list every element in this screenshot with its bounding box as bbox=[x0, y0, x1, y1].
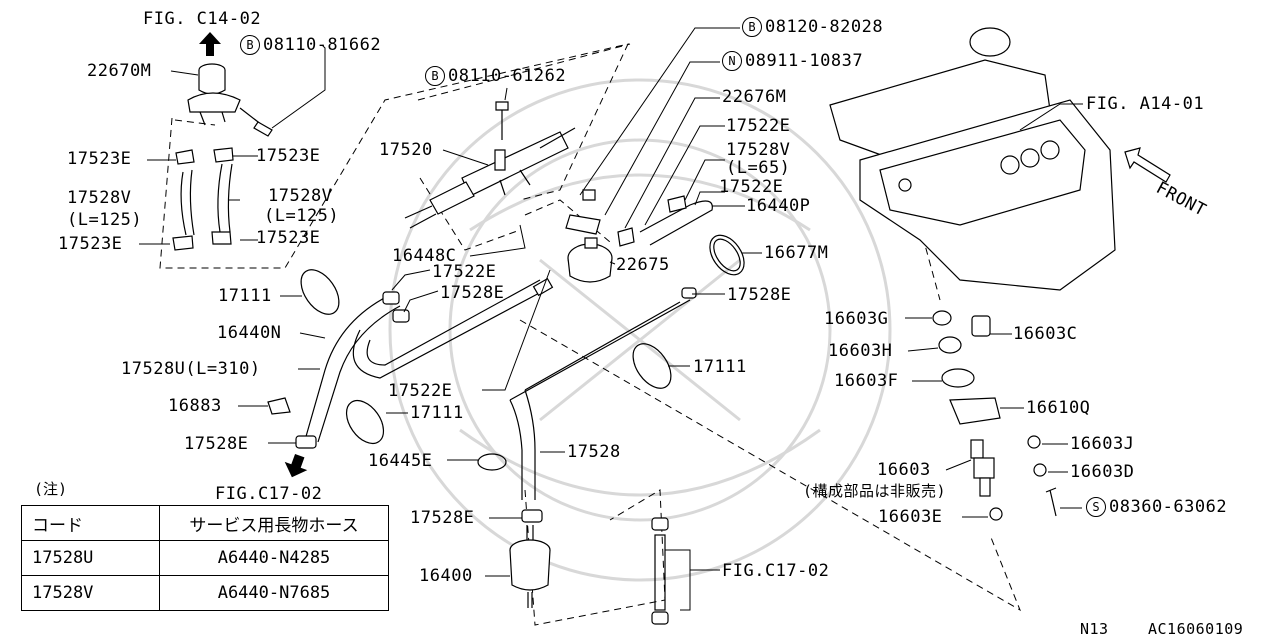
footer-section: N13 bbox=[1080, 620, 1109, 638]
part-label-17522E-c[interactable]: 17522E bbox=[432, 262, 497, 282]
hose-17528U bbox=[352, 277, 554, 379]
hose-17528 bbox=[509, 299, 691, 500]
note-title: (注) bbox=[34, 480, 68, 498]
part-label-16677M[interactable]: 16677M bbox=[764, 243, 829, 263]
part-label-16448C[interactable]: 16448C bbox=[392, 246, 457, 266]
part-label-16400[interactable]: 16400 bbox=[419, 566, 473, 586]
hose-16440P bbox=[617, 195, 713, 247]
note-table-header-row: コード サービス用長物ホース bbox=[21, 505, 389, 541]
part-label-17528E-a[interactable]: 17528E bbox=[440, 283, 505, 303]
part-label-17111-b[interactable]: 17111 bbox=[693, 357, 747, 377]
part-label-22676M[interactable]: 22676M bbox=[722, 87, 787, 107]
part-label-17528V-a[interactable]: 17528V bbox=[67, 188, 132, 208]
fig-ref-engine[interactable]: FIG. A14-01 bbox=[1086, 94, 1205, 114]
part-label-17528V-c[interactable]: 17528V bbox=[726, 140, 791, 160]
up-arrow-icon bbox=[199, 32, 221, 56]
fig-ref-bottom-left[interactable]: FIG.C17-02 bbox=[215, 484, 323, 504]
part-label-16603D[interactable]: 16603D bbox=[1070, 462, 1135, 482]
leader-lines bbox=[139, 27, 1083, 577]
clamps-17111 bbox=[300, 269, 672, 471]
part-16400-fuel-filter bbox=[509, 525, 551, 608]
table-row: 17528U A6440-N4285 bbox=[21, 540, 389, 576]
injector-stack bbox=[932, 310, 1057, 521]
note-cell-code: 17528V bbox=[21, 575, 160, 611]
part-22675-damper bbox=[565, 189, 613, 283]
note-cell-part: A6440-N7685 bbox=[159, 575, 389, 611]
screw-symbol-icon: S bbox=[1086, 497, 1106, 517]
hose-17528V-left-b bbox=[211, 147, 234, 245]
part-label-16610Q[interactable]: 16610Q bbox=[1026, 398, 1091, 418]
bolt-symbol-icon: B bbox=[742, 17, 762, 37]
hose-17528V-left-a bbox=[172, 149, 195, 251]
part-label-22675[interactable]: 22675 bbox=[616, 255, 670, 275]
part-label-17522E-a[interactable]: 17522E bbox=[726, 116, 791, 136]
part-label-16440N[interactable]: 16440N bbox=[217, 323, 282, 343]
part-label-17523E-c[interactable]: 17523E bbox=[58, 234, 123, 254]
part-label-17523E-d[interactable]: 17523E bbox=[256, 228, 321, 248]
down-arrow-icon bbox=[284, 453, 308, 478]
front-arrow-icon bbox=[1124, 147, 1171, 183]
part-label-17111-c[interactable]: 17111 bbox=[410, 403, 464, 423]
fig-ref-top[interactable]: FIG. C14-02 bbox=[143, 9, 262, 29]
part-label-17528[interactable]: 17528 bbox=[567, 442, 621, 462]
table-row: 17528V A6440-N7685 bbox=[21, 575, 389, 611]
part-label-16883[interactable]: 16883 bbox=[168, 396, 222, 416]
note-header-hose: サービス用長物ホース bbox=[159, 505, 389, 541]
fig-ref-bottom-right[interactable]: FIG.C17-02 bbox=[722, 561, 830, 581]
part-label-17528E-d[interactable]: 17528E bbox=[410, 508, 475, 528]
part-label-17528V-a-length: (L=125) bbox=[67, 210, 143, 230]
part-label-22670M[interactable]: 22670M bbox=[87, 61, 152, 81]
part-label-17111-a[interactable]: 17111 bbox=[218, 286, 272, 306]
part-label-16445E[interactable]: 16445E bbox=[368, 451, 433, 471]
part-label-16603[interactable]: 16603 bbox=[877, 460, 931, 480]
part-label-17528V-b-length: (L=125) bbox=[264, 206, 340, 226]
part-label-16603J[interactable]: 16603J bbox=[1070, 434, 1135, 454]
bolt-symbol-icon: B bbox=[240, 35, 260, 55]
part-label-16603F[interactable]: 16603F bbox=[834, 371, 899, 391]
note-cell-code: 17528U bbox=[21, 540, 160, 576]
clamp-16677M bbox=[709, 234, 745, 276]
part-label-16603-note: (構成部品は非販売) bbox=[803, 482, 947, 500]
part-label-17522E-b[interactable]: 17522E bbox=[719, 177, 784, 197]
note-cell-part: A6440-N4285 bbox=[159, 540, 389, 576]
part-label-17523E-a[interactable]: 17523E bbox=[67, 149, 132, 169]
watermark-emblem bbox=[388, 78, 892, 582]
footer-code: AC16060109 bbox=[1148, 620, 1244, 638]
part-label-17528V-c-length: (L=65) bbox=[726, 158, 791, 178]
part-label-17528U[interactable]: 17528U(L=310) bbox=[121, 359, 261, 379]
part-label-17528E-b[interactable]: 17528E bbox=[727, 285, 792, 305]
part-17520-fuel-rail bbox=[404, 101, 576, 229]
part-label-17528V-b[interactable]: 17528V bbox=[268, 186, 333, 206]
nut-symbol-icon: N bbox=[722, 51, 742, 71]
engine-block bbox=[829, 27, 1116, 291]
part-label-17520[interactable]: 17520 bbox=[379, 140, 433, 160]
part-label-17522E-d[interactable]: 17522E bbox=[388, 381, 453, 401]
part-label-16603G[interactable]: 16603G bbox=[824, 309, 889, 329]
bolt-symbol-icon: B bbox=[425, 66, 445, 86]
note-table: コード サービス用長物ホース 17528U A6440-N4285 17528V… bbox=[21, 505, 389, 611]
hose-16440N bbox=[304, 294, 401, 443]
clips-small bbox=[267, 287, 697, 523]
part-label-16603C[interactable]: 16603C bbox=[1013, 324, 1078, 344]
hose-right-c17 bbox=[651, 517, 720, 625]
part-22670M-regulator bbox=[187, 63, 273, 137]
note-header-code: コード bbox=[21, 505, 160, 541]
part-label-16603E[interactable]: 16603E bbox=[878, 507, 943, 527]
part-label-16603H[interactable]: 16603H bbox=[828, 341, 893, 361]
part-label-17523E-b[interactable]: 17523E bbox=[256, 146, 321, 166]
part-label-17528E-c[interactable]: 17528E bbox=[184, 434, 249, 454]
part-label-16440P[interactable]: 16440P bbox=[746, 196, 811, 216]
